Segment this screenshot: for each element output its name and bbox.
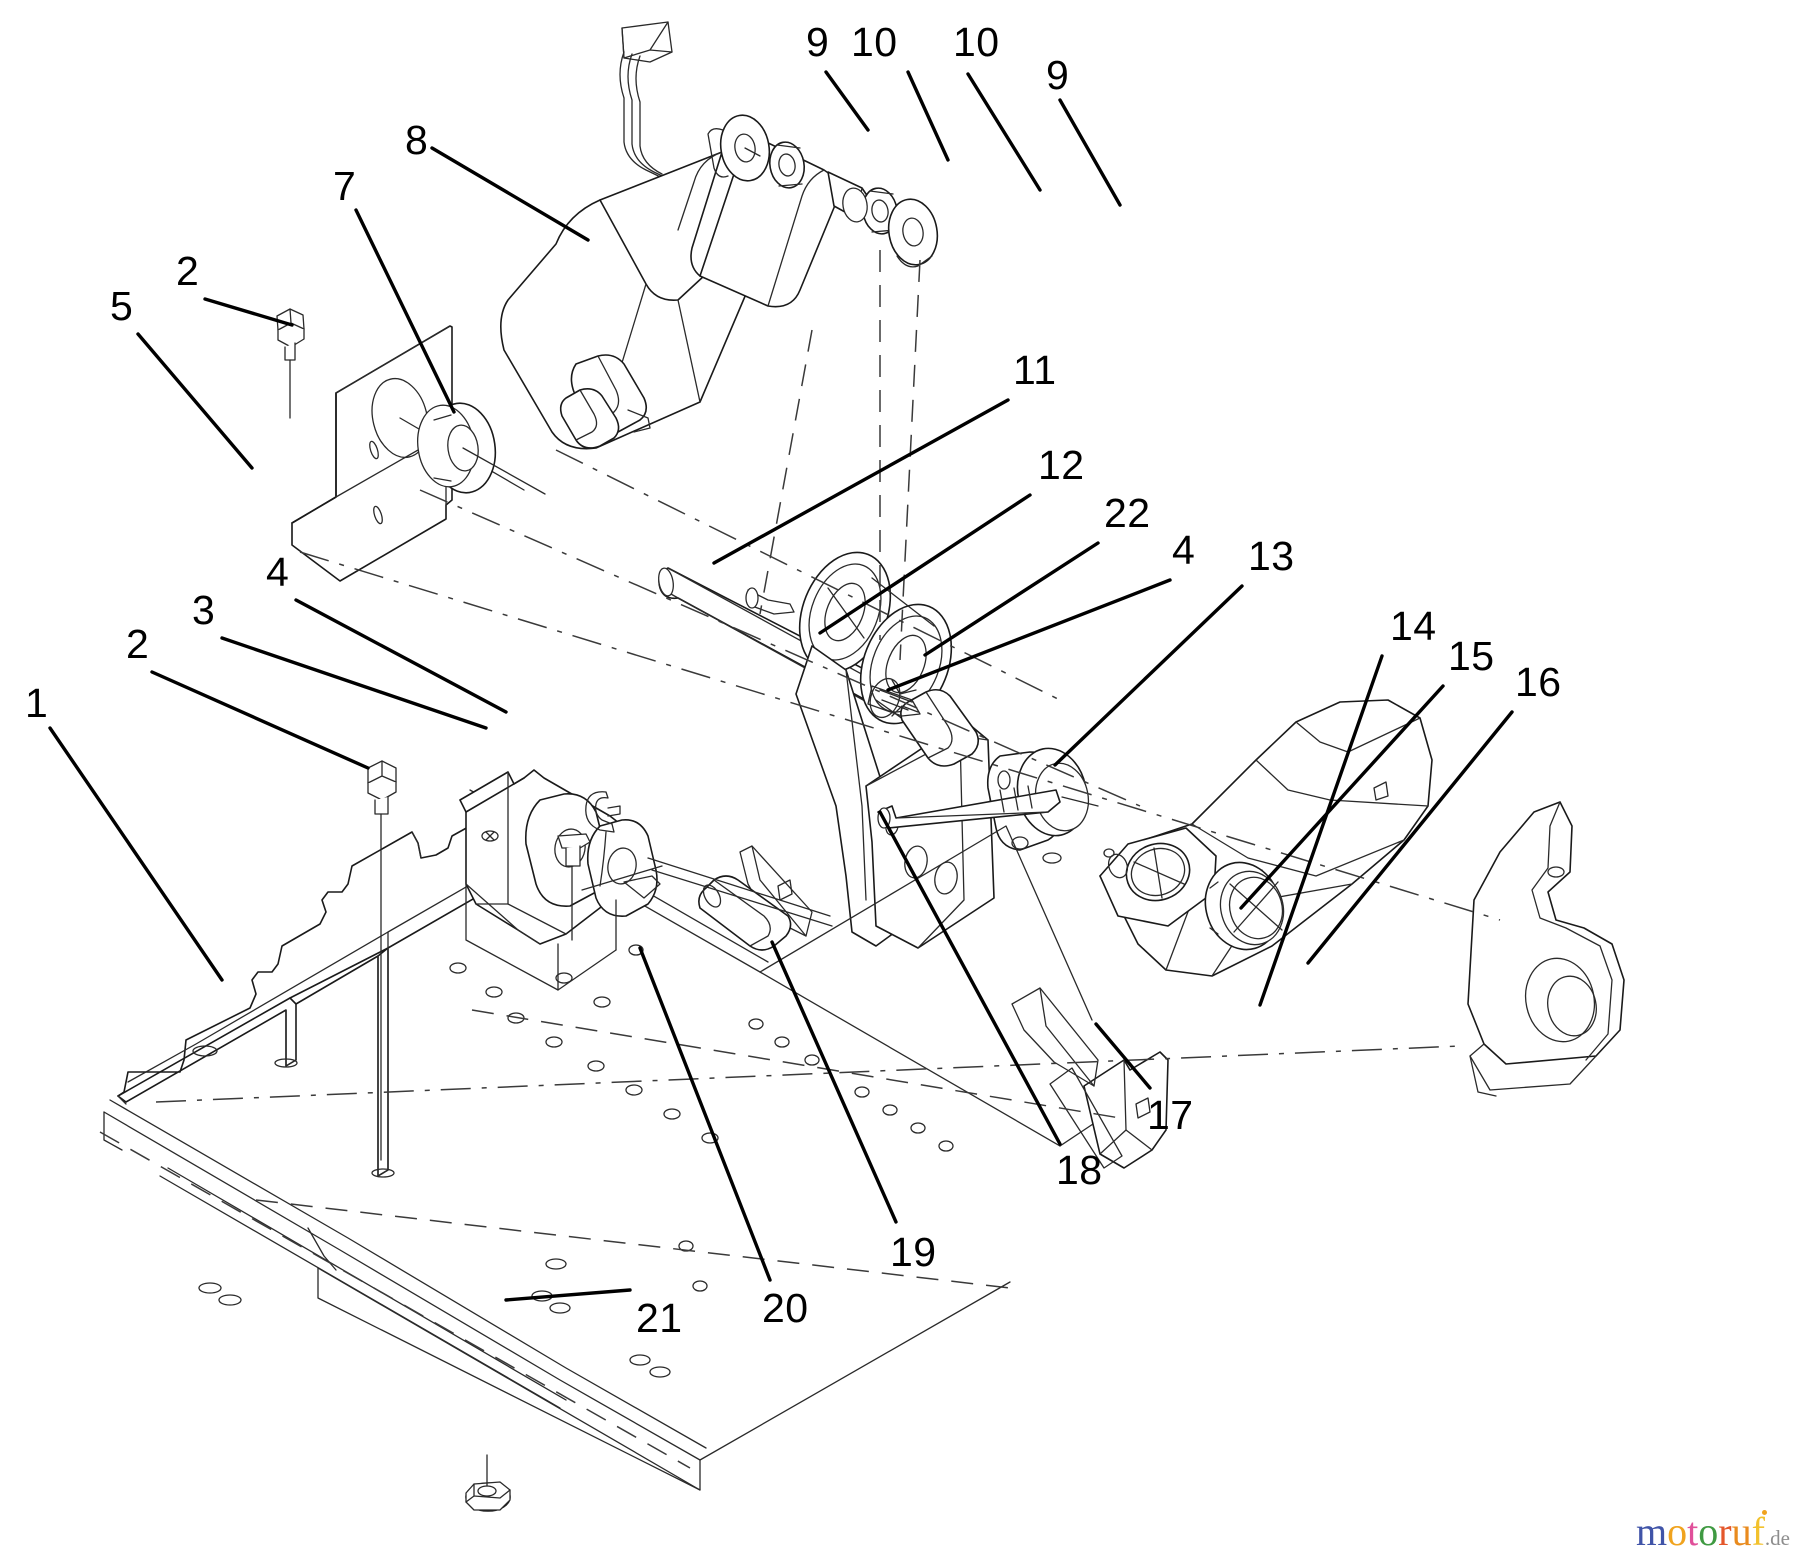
part-3-shoulder-bolt xyxy=(557,833,591,941)
assembly-center-lines xyxy=(99,250,1501,1469)
callout-number-9: 9 xyxy=(806,19,830,65)
callout-number-21: 21 xyxy=(636,1295,683,1341)
part-8-electric-motor-actuator xyxy=(500,21,875,450)
callout-number-12: 12 xyxy=(1038,442,1085,488)
part-21-flange-lock-nut xyxy=(465,1454,511,1512)
callout-number-1: 1 xyxy=(25,680,49,726)
leader-line-10 xyxy=(906,70,950,162)
part-12-idler-arm-pulley xyxy=(795,551,995,949)
callout-number-11: 11 xyxy=(1013,347,1057,393)
part-22-cotter-pin xyxy=(867,677,921,719)
part-16-side-support-bracket xyxy=(1467,801,1625,1097)
callout-number-4: 4 xyxy=(266,549,290,595)
callout-number-7: 7 xyxy=(333,163,357,209)
leader-line-18 xyxy=(878,810,1062,1146)
callout-number-2: 2 xyxy=(176,248,200,294)
callout-number-10: 10 xyxy=(953,19,1000,65)
leader-line-8 xyxy=(430,146,590,242)
watermark-letter-6: f xyxy=(1751,1509,1765,1554)
callout-number-4: 4 xyxy=(1172,527,1196,573)
part-2-hex-flange-bolt-center xyxy=(367,760,397,1161)
leader-line-16 xyxy=(1306,710,1514,965)
watermark-letter-1: o xyxy=(1667,1509,1688,1554)
watermark-letter-5: u xyxy=(1731,1509,1752,1554)
leader-line-9 xyxy=(1058,98,1122,207)
watermark-letters: motoruf xyxy=(1636,1509,1765,1554)
leader-line-20 xyxy=(638,946,772,1282)
leader-line-13 xyxy=(1053,584,1244,767)
part-14-mower-deck-housing xyxy=(1099,699,1433,977)
part-11-pivot-rod xyxy=(658,567,925,723)
leader-line-15 xyxy=(1239,684,1445,910)
leader-line-9 xyxy=(824,70,870,132)
part-10-spacer-bushing-a xyxy=(768,141,806,189)
leader-line-4 xyxy=(294,598,508,714)
callout-number-13: 13 xyxy=(1248,533,1295,579)
part-1-battery-tray-plate xyxy=(117,800,579,1178)
watermark-suffix: .de xyxy=(1764,1526,1790,1550)
motoruf-watermark: motoruf.de xyxy=(1636,1512,1790,1552)
watermark-letter-0: m xyxy=(1636,1509,1668,1554)
callout-number-16: 16 xyxy=(1515,659,1562,705)
leader-line-11 xyxy=(712,398,1010,565)
part-20-lever-bracket-weldment xyxy=(459,769,833,991)
leader-line-21 xyxy=(504,1288,632,1302)
part-4-e-clip-left xyxy=(585,791,621,887)
callout-number-14: 14 xyxy=(1390,603,1437,649)
leader-line-7 xyxy=(354,208,456,414)
leader-line-14 xyxy=(1258,654,1384,1007)
part-9-flat-washer-a xyxy=(707,114,771,182)
part-17-frame-rail xyxy=(103,789,1169,1491)
leader-line-4 xyxy=(886,578,1172,692)
part-7-flat-washer xyxy=(417,402,546,495)
leader-line-19 xyxy=(770,940,898,1224)
callout-number-10: 10 xyxy=(851,19,898,65)
leader-line-12 xyxy=(818,493,1032,635)
leader-line-22 xyxy=(923,541,1100,657)
leader-line-1 xyxy=(48,726,224,982)
callout-leader-lines xyxy=(48,70,1514,1302)
callout-number-9: 9 xyxy=(1046,52,1070,98)
leader-line-2 xyxy=(203,297,294,327)
callout-number-17: 17 xyxy=(1147,1092,1194,1138)
leader-line-2 xyxy=(150,670,370,770)
callout-number-19: 19 xyxy=(890,1229,937,1275)
callout-number-5: 5 xyxy=(110,283,134,329)
callout-number-8: 8 xyxy=(405,117,429,163)
leader-line-10 xyxy=(966,72,1042,192)
watermark-dot-icon xyxy=(1762,1510,1767,1515)
leader-line-3 xyxy=(220,636,488,730)
callout-number-22: 22 xyxy=(1104,490,1151,536)
leader-line-5 xyxy=(136,332,254,470)
callout-number-2: 2 xyxy=(126,621,150,667)
watermark-letter-3: o xyxy=(1698,1509,1719,1554)
part-19-roll-pin-sleeve xyxy=(698,875,792,951)
callout-number-18: 18 xyxy=(1056,1147,1103,1193)
part-9-flat-washer-b xyxy=(887,198,939,268)
watermark-letter-2: t xyxy=(1687,1509,1699,1554)
callout-number-20: 20 xyxy=(762,1285,809,1331)
watermark-letter-4: r xyxy=(1718,1509,1732,1554)
callout-number-15: 15 xyxy=(1448,633,1495,679)
leader-line-17 xyxy=(1094,1022,1152,1090)
callout-number-3: 3 xyxy=(192,587,216,633)
